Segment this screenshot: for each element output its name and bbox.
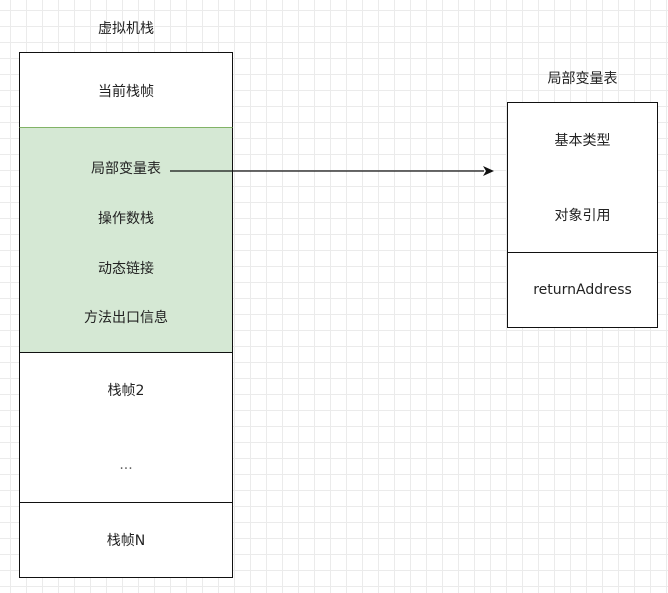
- local-var-table-title: 局部变量表: [547, 71, 618, 87]
- return-address-label: returnAddress: [533, 282, 632, 298]
- jvm-stack-title: 虚拟机栈: [98, 21, 154, 37]
- stack-frame-n-label: 栈帧N: [106, 533, 146, 549]
- primitive-types-cell: 基本类型: [507, 102, 658, 178]
- stack-frame-n: 栈帧N: [19, 502, 233, 578]
- return-address-entry: 方法出口信息: [84, 310, 168, 326]
- stack-frame-2-label: 栈帧2: [107, 383, 145, 399]
- arrow-head-icon: [483, 166, 494, 176]
- operand-stack-entry: 操作数栈: [98, 211, 154, 227]
- stack-frame-2: 栈帧2: [19, 352, 233, 428]
- dynamic-linking-entry: 动态链接: [98, 261, 154, 277]
- return-address-cell: returnAddress: [507, 252, 658, 328]
- object-reference-label: 对象引用: [554, 207, 611, 224]
- current-frame-header: 当前栈帧: [19, 52, 233, 128]
- object-reference-cell: 对象引用: [507, 177, 658, 253]
- local-var-table-entry: 局部变量表: [91, 161, 161, 177]
- stack-frame-ellipsis: ...: [19, 427, 233, 503]
- primitive-types-label: 基本类型: [554, 133, 611, 149]
- current-frame-label: 当前栈帧: [98, 83, 154, 100]
- stack-frame-ellipsis-label: ...: [119, 456, 133, 473]
